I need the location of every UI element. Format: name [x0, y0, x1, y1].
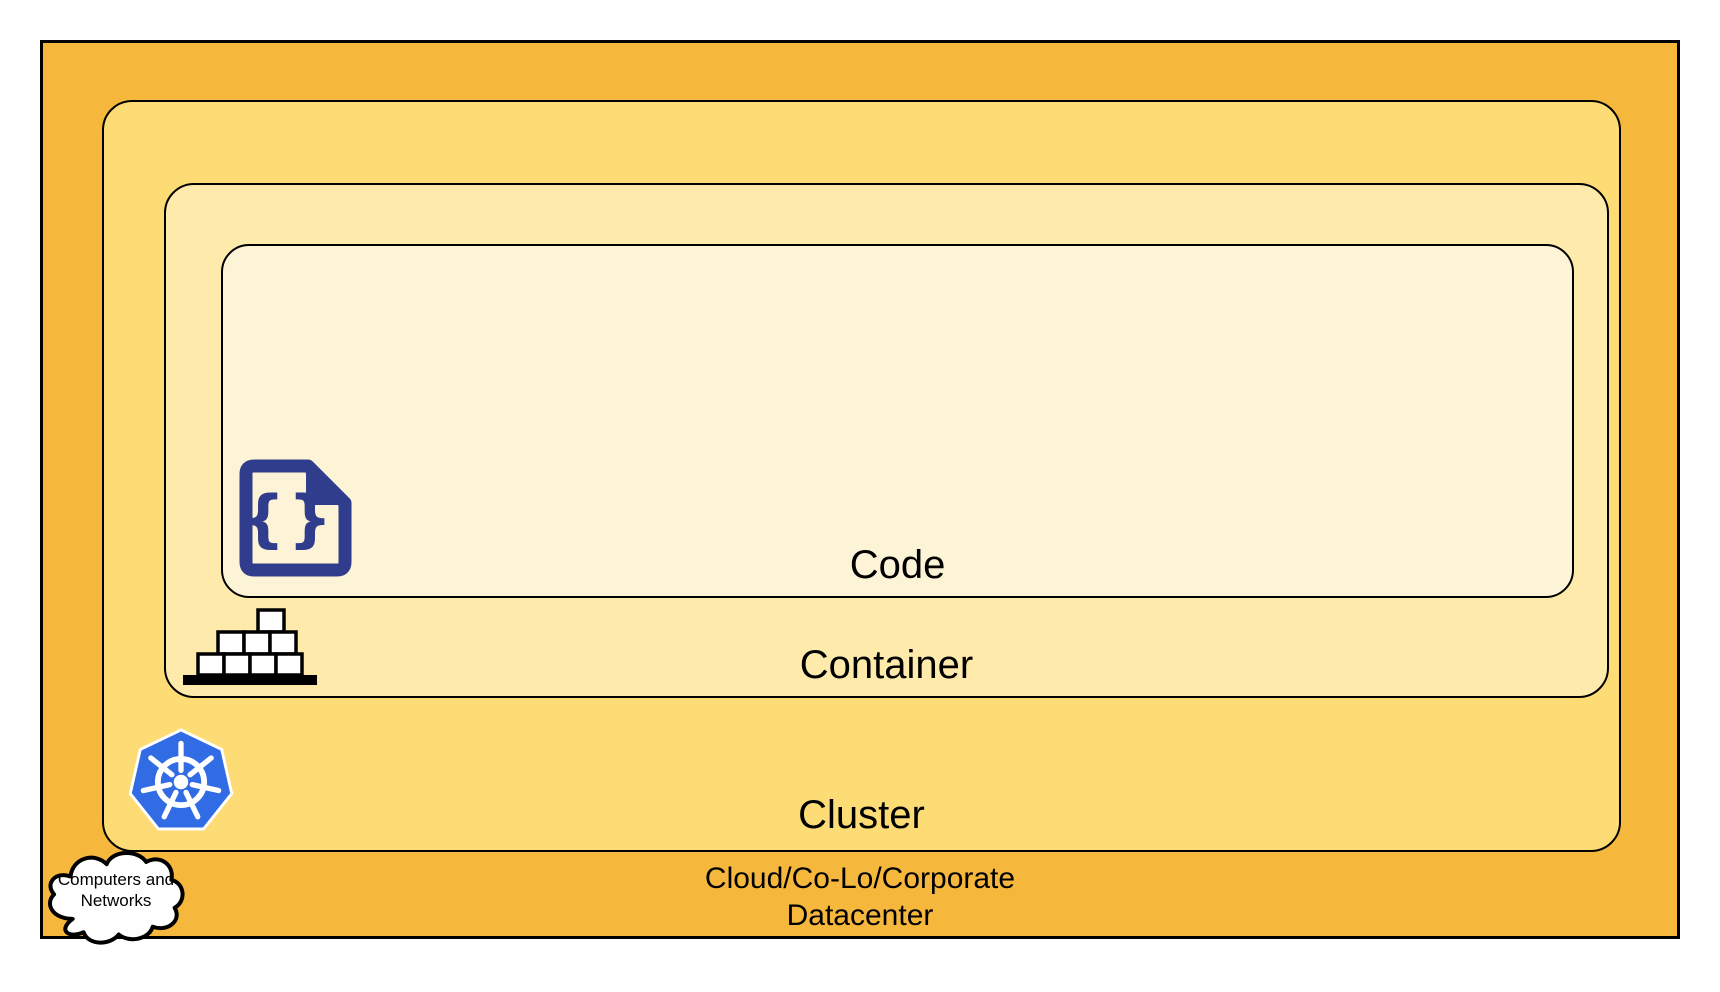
code-file-icon: {} [238, 458, 353, 578]
cloud-callout-line2: Networks [80, 891, 152, 910]
cloud-icon: Computers and Networks [42, 843, 190, 949]
container-boxes-icon [183, 607, 317, 685]
kubernetes-helm-icon [126, 727, 236, 837]
datacenter-label-line1: Cloud/Co-Lo/Corporate [704, 862, 1016, 895]
code-label: Code [849, 543, 946, 587]
datacenter-label-line2: Datacenter [786, 899, 934, 932]
cloud-callout-text: Computers and Networks [42, 869, 190, 911]
container-label: Container [799, 643, 974, 687]
datacenter-label: Cloud/Co-Lo/Corporate Datacenter [43, 860, 1677, 934]
cloud-callout-line1: Computers and [57, 870, 175, 889]
svg-text:{}: {} [241, 482, 335, 555]
code-layer: Code [221, 244, 1574, 598]
cluster-label: Cluster [798, 793, 925, 837]
